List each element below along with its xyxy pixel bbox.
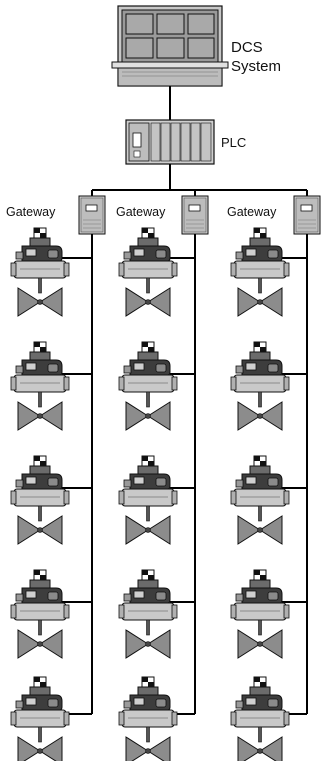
valve-actuator-icon — [118, 227, 178, 317]
dcs-system-label: DCS System — [231, 38, 281, 76]
valve-actuator-icon — [10, 455, 70, 545]
plc-label: PLC — [221, 135, 247, 150]
valve-actuator-icon — [10, 676, 70, 761]
valve-actuator-icon — [10, 569, 70, 659]
valve-actuator-icon — [230, 341, 290, 431]
plc-icon — [125, 119, 215, 165]
valve-actuator-icon — [230, 676, 290, 761]
valve-actuator-icon — [118, 341, 178, 431]
dcs-label-line2: System — [231, 58, 282, 75]
gateway-3-label: Gateway — [227, 205, 277, 219]
gateway-1-label: Gateway — [6, 205, 56, 219]
valve-actuator-icon — [118, 455, 178, 545]
dcs-label-line1: DCS — [231, 39, 263, 56]
valve-actuator-icon — [10, 227, 70, 317]
valve-actuator-icon — [10, 341, 70, 431]
gateway-3-icon — [293, 195, 321, 235]
dcs-system-icon — [111, 5, 229, 87]
gateway-2-label: Gateway — [116, 205, 166, 219]
gateway-1-icon — [78, 195, 106, 235]
valve-actuator-icon — [230, 227, 290, 317]
valve-actuator-icon — [230, 455, 290, 545]
gateway-2-icon — [181, 195, 209, 235]
valve-actuator-icon — [118, 569, 178, 659]
valve-actuator-icon — [230, 569, 290, 659]
valve-actuator-icon — [118, 676, 178, 761]
